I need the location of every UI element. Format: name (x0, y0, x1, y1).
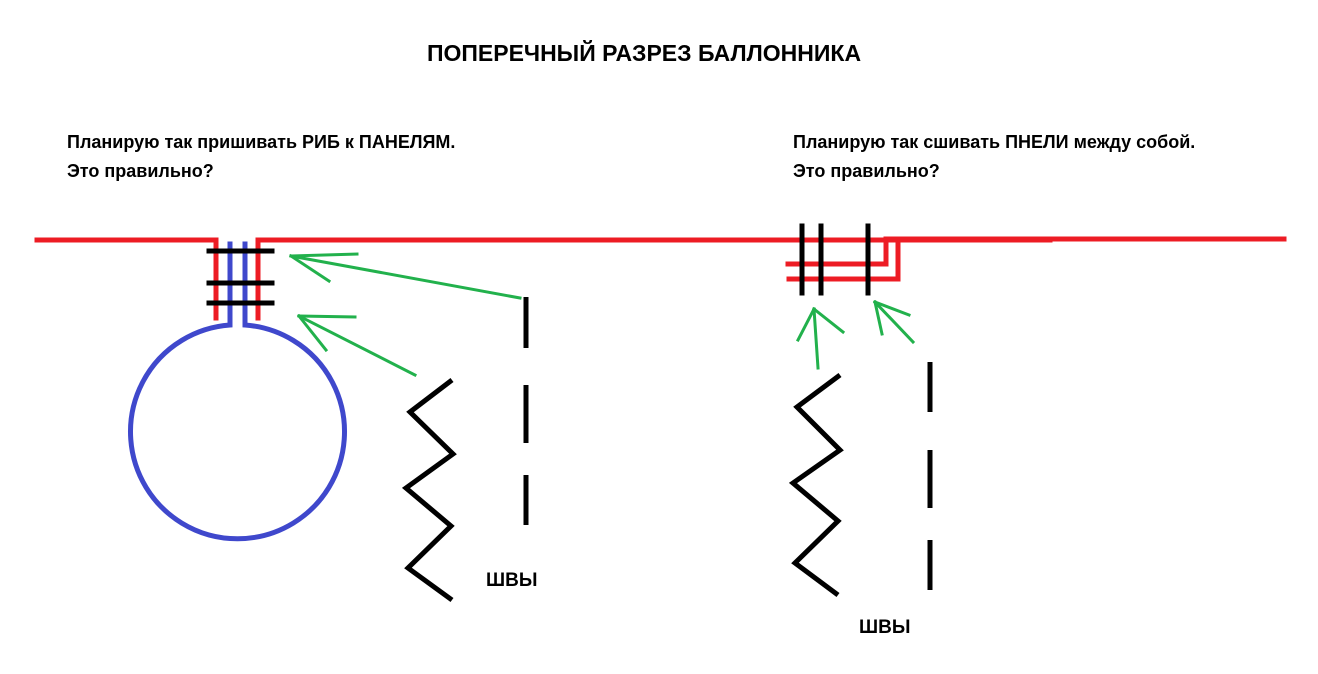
zigzag-seam (401, 378, 457, 603)
zigzag-seam (788, 372, 844, 598)
panel-stitches (799, 223, 871, 296)
rib-joint (34, 237, 1053, 542)
right-note-line2: Это правильно? (793, 161, 940, 181)
left-note-line2: Это правильно? (67, 161, 214, 181)
right-note: Планирую так сшивать ПНЕЛИ между собой. … (793, 128, 1195, 186)
left-note-line1: Планирую так пришивать РИБ к ПАНЕЛЯМ. (67, 132, 456, 152)
left-seam-samples (401, 297, 529, 603)
right-seam-samples (788, 362, 933, 598)
left-panel-line (34, 237, 219, 321)
left-note: Планирую так пришивать РИБ к ПАНЕЛЯМ. Эт… (67, 128, 455, 186)
left-seams-label: ШВЫ (486, 570, 538, 591)
panel-b-fold (786, 236, 1287, 282)
panel-joint (785, 223, 1287, 370)
right-panel-line (255, 237, 1053, 321)
panel-arrows (795, 299, 916, 370)
rib-tube (128, 241, 347, 542)
right-seams-label: ШВЫ (859, 617, 911, 638)
rib-arrows (288, 252, 522, 378)
panel-a-fold (785, 236, 1043, 267)
rib-stitches (206, 248, 275, 306)
diagram-title: ПОПЕРЕЧНЫЙ РАЗРЕЗ БАЛЛОННИКА (426, 40, 862, 66)
right-note-line1: Планирую так сшивать ПНЕЛИ между собой. (793, 132, 1196, 152)
